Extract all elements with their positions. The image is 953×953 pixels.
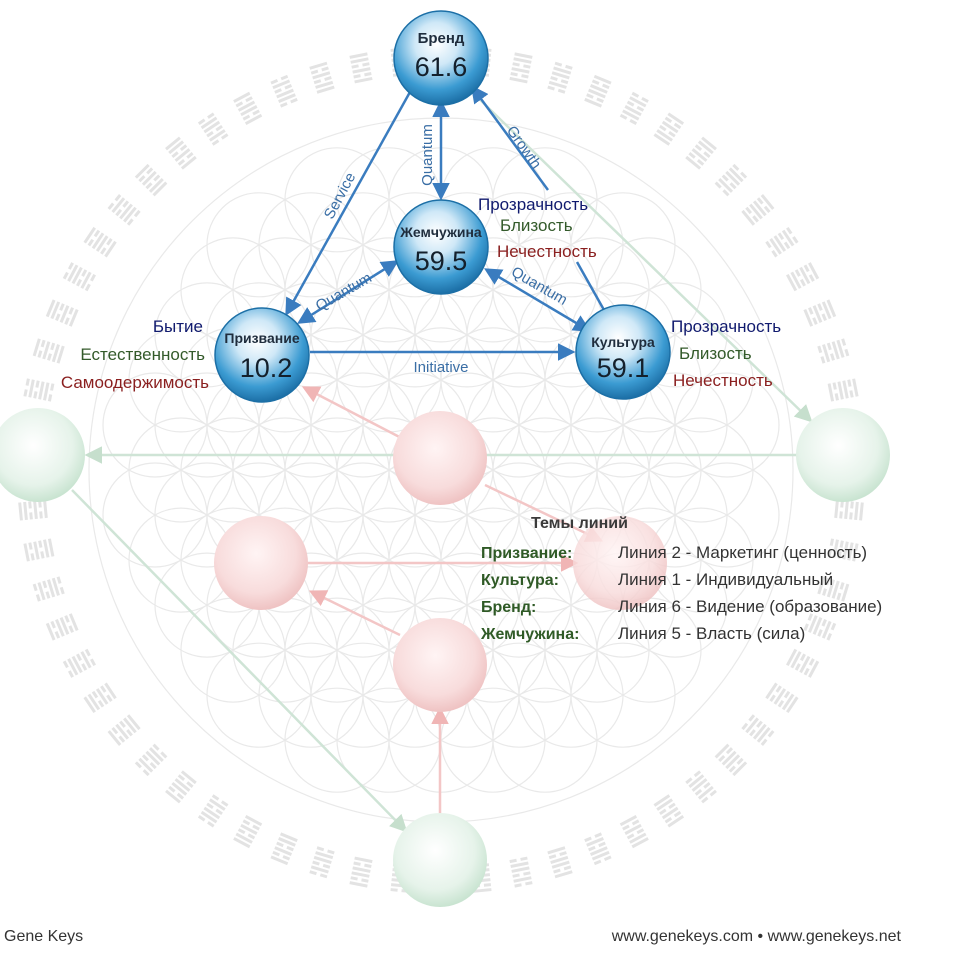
node-culture: Культура 59.1 <box>575 304 671 400</box>
edge-label-growth: Growth <box>503 123 545 172</box>
faded-connections <box>71 89 813 833</box>
arrow-quantum-right <box>483 268 592 332</box>
edge-label-initiative: Initiative <box>413 359 468 376</box>
theme-key-brand: Бренд: <box>481 599 536 616</box>
edge-label-quantum-vertical: Quantum <box>419 124 436 186</box>
faded-sphere-lower <box>393 618 487 712</box>
faded-sphere-west <box>0 408 85 502</box>
pearl-line3-label: Нечестность <box>497 242 597 261</box>
calling-shadow-label: Бытие <box>153 317 203 336</box>
culture-line2-label: Близость <box>679 344 752 363</box>
sequence-arrows <box>285 85 606 361</box>
theme-value-brand: Линия 6 - Видение (образование) <box>618 597 882 616</box>
theme-key-culture: Культура: <box>481 572 559 589</box>
faded-sphere-east <box>796 408 890 502</box>
node-pearl-value: 59.5 <box>415 246 468 276</box>
theme-key-calling: Призвание: <box>481 545 572 562</box>
node-brand-value: 61.6 <box>415 52 468 82</box>
faded-sphere-right <box>573 516 667 610</box>
node-pearl: Жемчужина 59.5 <box>393 199 489 295</box>
arrow-truth-link <box>575 261 606 311</box>
node-pearl-title: Жемчужина <box>399 224 482 240</box>
footer-brand: Gene Keys <box>4 928 84 945</box>
line-themes-title: Темы линий <box>531 515 628 532</box>
arrow-quantum-left <box>297 260 399 324</box>
theme-value-pearl: Линия 5 - Власть (сила) <box>618 624 805 643</box>
faded-sphere-bottom <box>393 813 487 907</box>
faded-sphere-upper <box>393 411 487 505</box>
node-calling-title: Призвание <box>224 330 299 346</box>
faded-sphere-left <box>214 516 308 610</box>
line-themes: Темы линий Призвание: Линия 2 - Маркетин… <box>480 515 882 643</box>
node-brand: Бренд 61.6 <box>393 10 489 106</box>
arrow-growth <box>470 85 550 191</box>
theme-key-pearl: Жемчужина: <box>480 626 579 643</box>
theme-value-culture: Линия 1 - Индивидуальный <box>618 570 833 589</box>
footer-websites: www.genekeys.com • www.genekeys.net <box>611 928 901 945</box>
calling-siddhi-label: Самоодержимость <box>61 373 209 392</box>
node-calling: Призвание 10.2 <box>214 307 310 403</box>
node-calling-value: 10.2 <box>240 353 293 383</box>
node-culture-title: Культура <box>591 334 655 350</box>
node-culture-value: 59.1 <box>597 353 650 383</box>
culture-line3-label: Нечестность <box>673 371 773 390</box>
pearl-line1-label: Прозрачность <box>478 195 588 214</box>
theme-value-calling: Линия 2 - Маркетинг (ценность) <box>618 543 867 562</box>
node-brand-title: Бренд <box>418 30 465 47</box>
calling-gift-label: Естественность <box>80 345 205 364</box>
culture-line1-label: Прозрачность <box>671 317 781 336</box>
pearl-line2-label: Близость <box>500 216 573 235</box>
